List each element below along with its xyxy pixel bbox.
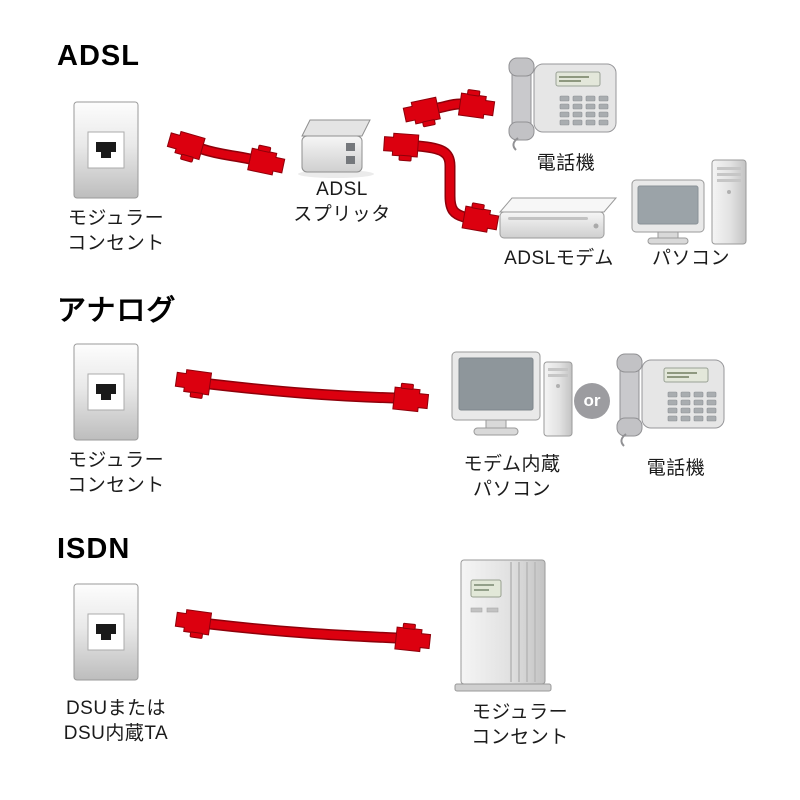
analog-pc-label-line1: モデム内蔵 [463,454,561,475]
rj-plug-icon [401,96,442,131]
rj-plug-icon [382,132,420,162]
adsl-pc-label: パソコン [651,248,730,269]
isdn-terminal-tower [454,559,552,692]
adsl-outlet-label-line2: コンセント [67,233,165,254]
adsl-splitter-label: ADSL スプリッタ [283,177,401,227]
adsl-splitter-label-line1: ADSL [316,179,368,200]
analog-outlet-label-line2: コンセント [67,475,165,496]
or-badge: or [574,383,610,419]
analog-outlet-label: モジュラー コンセント [44,448,188,498]
analog-phone-label: 電話機 [646,458,706,479]
cable-analog [173,367,430,413]
isdn-outlet-label: DSUまたは DSU内蔵TA [34,696,198,746]
analog-outlet-label-line1: モジュラー [67,450,165,471]
rj-plug-icon [173,367,213,400]
adsl-modem [499,197,617,239]
rj-plug-icon [247,143,287,178]
isdn-outlet-label-line1: DSUまたは [65,698,167,719]
cable-isdn [173,607,432,653]
rj-plug-icon [461,201,501,235]
analog-pc-label: モデム内蔵 パソコン [434,452,590,502]
cable-splitter-to-phone [401,88,497,131]
analog-pc-label-line2: パソコン [472,479,551,500]
adsl-splitter [297,119,375,179]
rj-plug-icon [173,607,213,640]
adsl-phone-label: 電話機 [536,153,596,174]
adsl-outlet-label-line1: モジュラー [67,208,165,229]
cable-adsl-outlet-to-splitter [164,128,287,178]
modular-outlet-analog [73,343,139,441]
rj-plug-icon [392,382,430,413]
adsl-modem-label: ADSLモデム [504,248,614,269]
isdn-device-label-line1: モジュラー [471,702,569,723]
isdn-device-label: モジュラー コンセント [438,700,602,750]
isdn-outlet-label-line2: DSU内蔵TA [63,723,169,744]
pc-adsl [631,159,747,245]
pc-with-modem [451,351,573,437]
telephone-adsl [508,57,617,151]
isdn-device-label-line2: コンセント [471,727,569,748]
rj-plug-icon [164,128,206,165]
modular-outlet-isdn [73,583,139,681]
adsl-splitter-label-line2: スプリッタ [293,204,391,225]
rj-plug-icon [457,88,497,121]
isdn-section-title: ISDN [57,533,131,565]
cable-splitter-to-modem [382,132,501,235]
modular-outlet-adsl [73,101,139,199]
adsl-section-title: ADSL [57,40,140,72]
analog-section-title: アナログ [57,295,177,327]
rj-plug-icon [394,622,432,653]
telephone-analog [616,353,725,447]
adsl-outlet-label: モジュラー コンセント [44,206,188,256]
